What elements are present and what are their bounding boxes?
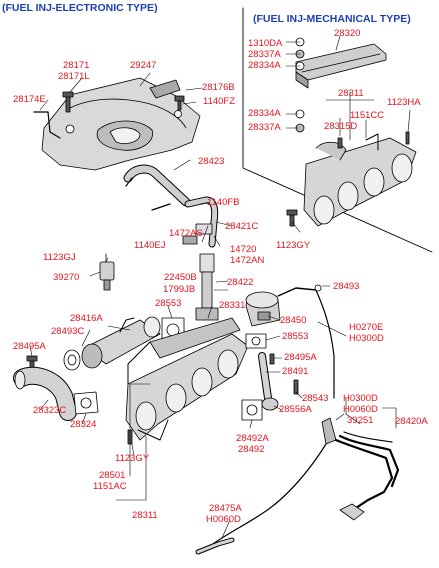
label-28311-left: 28311 [132, 510, 158, 521]
label-1472an: 1472AN [230, 255, 265, 266]
label-28450: 28450 [280, 315, 307, 326]
label-h0060d-b: H0060D [206, 514, 241, 525]
mechanical-inset-frame [242, 7, 433, 253]
label-28422: 28422 [227, 277, 254, 288]
bolt-28171 [62, 91, 74, 113]
label-28323c: 28323C [33, 405, 67, 416]
label-28337a-mid: 28337A [248, 122, 281, 133]
title-electronic-type: (FUEL INJ-ELECTRONIC TYPE) [2, 2, 158, 14]
heat-shield-29247 [41, 77, 201, 171]
label-28171: 28171 [63, 60, 90, 71]
leader-lines [29, 35, 411, 539]
label-h0060d: H0060D [343, 404, 378, 415]
label-28492: 28492 [238, 444, 265, 455]
label-1151cc: 1151CC [350, 110, 385, 121]
washer-stack-mid [295, 109, 305, 133]
pipe-28420a [209, 417, 400, 547]
label-28491: 28491 [282, 366, 309, 377]
label-28495a-right: 28495A [284, 352, 317, 363]
bracket-28174e [33, 111, 61, 139]
exhaust-manifold-28311-mech [303, 133, 417, 227]
label-1123ha: 1123HA [387, 97, 421, 108]
label-28475a: 28475A [209, 503, 242, 514]
label-39251: 39251 [347, 415, 374, 426]
gasket-28324 [73, 391, 99, 415]
pipe-28493 [277, 287, 317, 297]
label-28315d: 28315D [324, 121, 358, 132]
label-22450b: 22450B [164, 272, 197, 283]
bolt-28495a-right [269, 353, 275, 365]
exhaust-manifold-28311 [125, 317, 249, 441]
bolt-1140fz [174, 95, 185, 111]
label-28543: 28543 [302, 393, 329, 404]
label-28553-right: 28553 [282, 331, 309, 342]
pipe-28323c [13, 366, 77, 421]
label-1123gj: 1123GJ [43, 252, 76, 263]
bolt-28543 [293, 379, 299, 395]
label-h0300d-b: H0300D [343, 393, 378, 404]
label-28495a-left: 28495A [13, 341, 46, 352]
label-28331: 28331 [219, 300, 246, 311]
cover-28320 [295, 43, 387, 89]
label-28421c: 28421C [225, 221, 259, 232]
gasket-28553-right [245, 333, 267, 349]
title-mechanical-type: (FUEL INJ-MECHANICAL TYPE) [253, 13, 411, 25]
label-28493: 28493 [333, 281, 360, 292]
stud-1123ha [405, 131, 410, 145]
egr-cooler-28416a [81, 316, 161, 369]
label-28320: 28320 [334, 28, 361, 39]
label-28416a: 28416A [70, 313, 103, 324]
label-28492a: 28492A [236, 433, 269, 444]
label-28556a: 28556A [279, 404, 312, 415]
label-28493c: 28493C [51, 326, 85, 337]
stud-1123gy-right [286, 209, 298, 227]
label-1472as: 1472AS [169, 228, 203, 239]
label-28420a: 28420A [395, 416, 428, 427]
label-1140ej: 1140EJ [134, 240, 166, 251]
label-1799jb: 1799JB [163, 284, 196, 295]
label-28334a-top: 28334A [248, 60, 281, 71]
label-h0270e: H0270E [349, 322, 384, 333]
label-28171l: 28171L [58, 71, 90, 82]
label-28176b: 28176B [202, 82, 235, 93]
flange-28556a [261, 397, 279, 411]
label-14720: 14720 [230, 244, 257, 255]
label-28324: 28324 [70, 419, 97, 430]
label-h0300d: H0300D [349, 333, 384, 344]
label-28334a-mid: 28334A [248, 108, 281, 119]
label-1123gy-left: 1123GY [115, 453, 150, 464]
label-28311-right: 28311 [338, 88, 364, 99]
valve-28422 [195, 253, 219, 321]
egr-valve-28450 [245, 291, 281, 327]
label-28174e: 28174E [13, 94, 46, 105]
label-1140fz: 1140FZ [203, 96, 236, 107]
gasket-28493c [63, 349, 81, 371]
label-28423: 28423 [198, 156, 225, 167]
sensor-39270 [99, 253, 115, 291]
label-1310da: 1310DA [248, 38, 283, 49]
pin-28315d [337, 137, 343, 149]
gasket-28492a [241, 399, 263, 421]
label-1140fb: 1140FB [207, 197, 240, 208]
label-28553-left: 28553 [155, 298, 182, 309]
label-1123gy-right: 1123GY [276, 240, 311, 251]
pipe-28491 [258, 352, 272, 402]
label-28501: 28501 [99, 470, 126, 481]
label-28337a-top: 28337A [248, 49, 281, 60]
label-29247: 29247 [130, 60, 157, 71]
label-1151ac: 1151AC [93, 481, 127, 492]
label-39270: 39270 [53, 272, 80, 283]
